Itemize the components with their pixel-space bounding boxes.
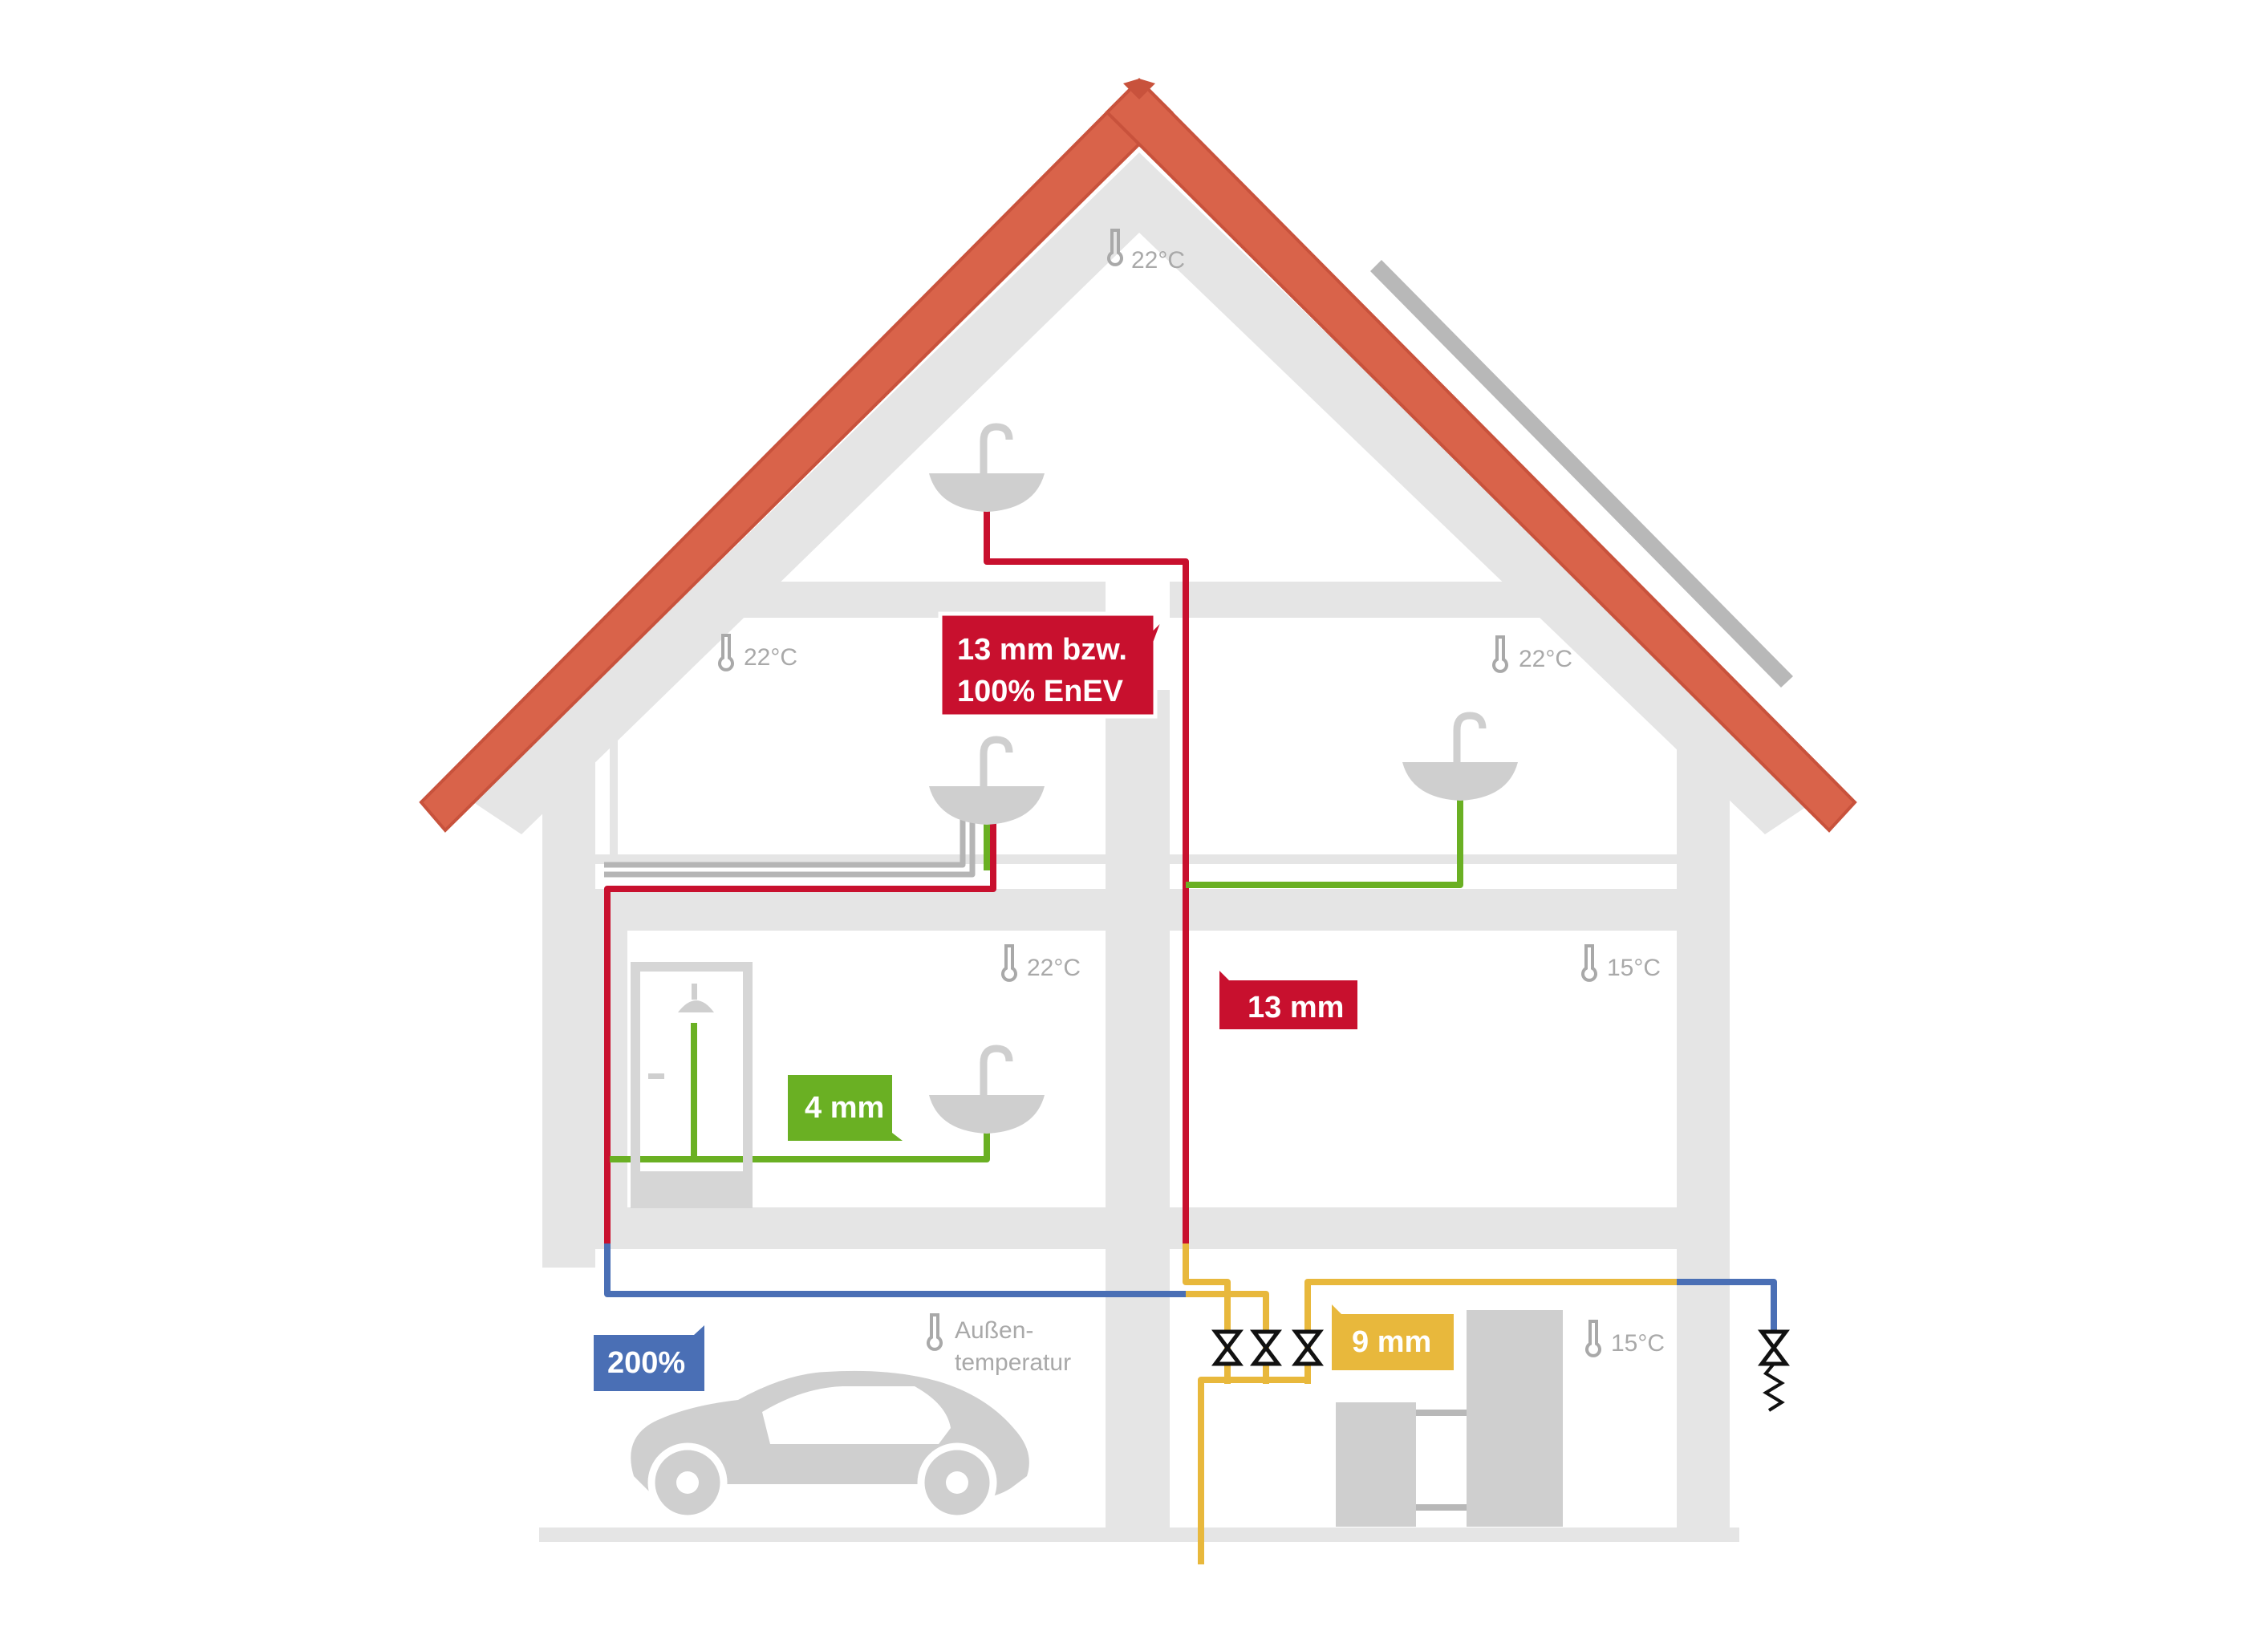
- thermometer-upper-left: [718, 634, 734, 671]
- tag-riser: 13 mm bzw. 100% EnEV: [938, 611, 1167, 719]
- tag-riser-line1: 13 mm bzw.: [957, 633, 1127, 667]
- cold-pipe-right: [1677, 1279, 1777, 1336]
- floor-slab-1-right: [1170, 1207, 1677, 1249]
- tag-200-box: [594, 1325, 704, 1391]
- garage-pillar: [542, 1235, 595, 1268]
- roof-right: [1105, 78, 1857, 833]
- boiler: [1336, 1310, 1563, 1527]
- temp-attic: 22°C: [1131, 247, 1185, 274]
- tag-9mm: 9 mm: [1332, 1304, 1454, 1370]
- ground-line: [539, 1527, 1739, 1542]
- shower-tray: [635, 1171, 748, 1203]
- valve-spring-icon: [1763, 1362, 1785, 1412]
- boiler-connector-bottom: [1416, 1504, 1467, 1511]
- temp-garage-line2: temperatur: [955, 1349, 1071, 1376]
- attic-beam-right: [1170, 582, 1564, 618]
- boiler-icon: [1336, 1402, 1416, 1527]
- thermometer-icon: [1107, 229, 1123, 266]
- thermometer-icon: [927, 1313, 943, 1351]
- thermometer-icon: [1585, 1320, 1601, 1357]
- supply-pipe-d: [1198, 1377, 1308, 1564]
- temp-upper-left: 22°C: [744, 644, 797, 671]
- sink-upper-right: [1402, 712, 1518, 801]
- thermometer-basement: [1585, 1320, 1601, 1357]
- tag-riser-box: [938, 611, 1167, 719]
- car-hub-back: [946, 1471, 968, 1494]
- tag-13mm-text: 13 mm: [1248, 991, 1344, 1024]
- tag-4mm-box: [788, 1075, 903, 1141]
- house-structure: [473, 152, 1813, 1542]
- thermometer-icon: [1001, 944, 1017, 982]
- thermometer-icon: [718, 634, 734, 671]
- temp-basement-right: 15°C: [1611, 1330, 1665, 1357]
- valve-icon: [1758, 1329, 1790, 1366]
- floor-slab-1-left: [595, 1207, 1106, 1249]
- tag-13mm: 13 mm: [1219, 971, 1357, 1029]
- temp-middle-right: 15°C: [1607, 955, 1661, 981]
- sink-icon: [929, 1095, 1045, 1134]
- sink-attic: [929, 423, 1045, 512]
- faucet-icon: [1453, 712, 1487, 762]
- middle-room-left-wall: [595, 931, 627, 1207]
- cold-pipe-garage: [604, 1243, 1186, 1297]
- tag-9mm-box: [1332, 1304, 1454, 1370]
- tag-13mm-box: [1219, 971, 1357, 1029]
- sink-icon: [929, 473, 1045, 512]
- grey-pipe-inner: [604, 794, 966, 868]
- car-hub-front: [676, 1471, 699, 1494]
- thermometer-middle-left: [1001, 944, 1017, 982]
- thermometer-icon: [1492, 635, 1508, 673]
- thermometer-garage: [927, 1313, 943, 1351]
- thermometer-attic: [1107, 229, 1123, 266]
- solar-panel-icon: [1370, 260, 1793, 688]
- upper-floor-right: [1170, 854, 1677, 864]
- roof-ridge: [1123, 79, 1155, 99]
- faucet-icon: [980, 423, 1013, 473]
- shower-grip: [648, 1073, 664, 1079]
- valve-icon: [1250, 1329, 1282, 1366]
- thermometer-middle-right: [1581, 944, 1597, 982]
- temp-middle-left: 22°C: [1027, 955, 1081, 981]
- valve-icon: [1292, 1329, 1324, 1366]
- center-wall: [1106, 690, 1170, 1532]
- tag-200-text: 200%: [607, 1346, 685, 1380]
- valve-icon: [1211, 1329, 1244, 1366]
- roof: [419, 78, 1857, 833]
- hot-pipe-left: [604, 814, 996, 1243]
- car-icon: [631, 1370, 1029, 1523]
- shower-arm: [692, 984, 697, 1000]
- sink-icon: [1402, 762, 1518, 801]
- storage-tank-icon: [1467, 1310, 1563, 1527]
- shower: [631, 962, 753, 1208]
- valves: [1211, 1329, 1790, 1412]
- tag-200: 200%: [594, 1325, 704, 1391]
- attic-beam-left: [714, 582, 1106, 618]
- floor-slab-2-left: [595, 889, 1106, 931]
- upper-room-left-wall: [610, 690, 618, 866]
- sink-upper-left: [929, 736, 1045, 825]
- sink-middle: [929, 1045, 1045, 1134]
- floor-slab-2-right: [1170, 889, 1677, 931]
- hot-pipe-main: [984, 481, 1189, 1243]
- thin-pipe-upper-right: [1186, 770, 1463, 888]
- thermometer-upper-right: [1492, 635, 1508, 673]
- sink-icon: [929, 786, 1045, 825]
- outer-wall-left: [542, 706, 595, 1268]
- tag-4mm-text: 4 mm: [805, 1091, 884, 1125]
- tag-riser-line2: 100% EnEV: [957, 675, 1124, 708]
- thermometer-icon: [1581, 944, 1597, 982]
- tag-9mm-text: 9 mm: [1352, 1325, 1431, 1359]
- faucet-icon: [980, 736, 1013, 786]
- car-window: [762, 1386, 951, 1444]
- temp-garage-line1: Außen-: [955, 1317, 1033, 1344]
- faucet-icon: [980, 1045, 1013, 1095]
- temp-upper-right: 22°C: [1519, 646, 1572, 672]
- upper-floor-left: [595, 854, 1106, 864]
- outer-wall-right: [1677, 706, 1730, 1532]
- boiler-connector-top: [1416, 1410, 1467, 1416]
- tag-4mm: 4 mm: [788, 1075, 903, 1141]
- shower-icon: [678, 1000, 714, 1012]
